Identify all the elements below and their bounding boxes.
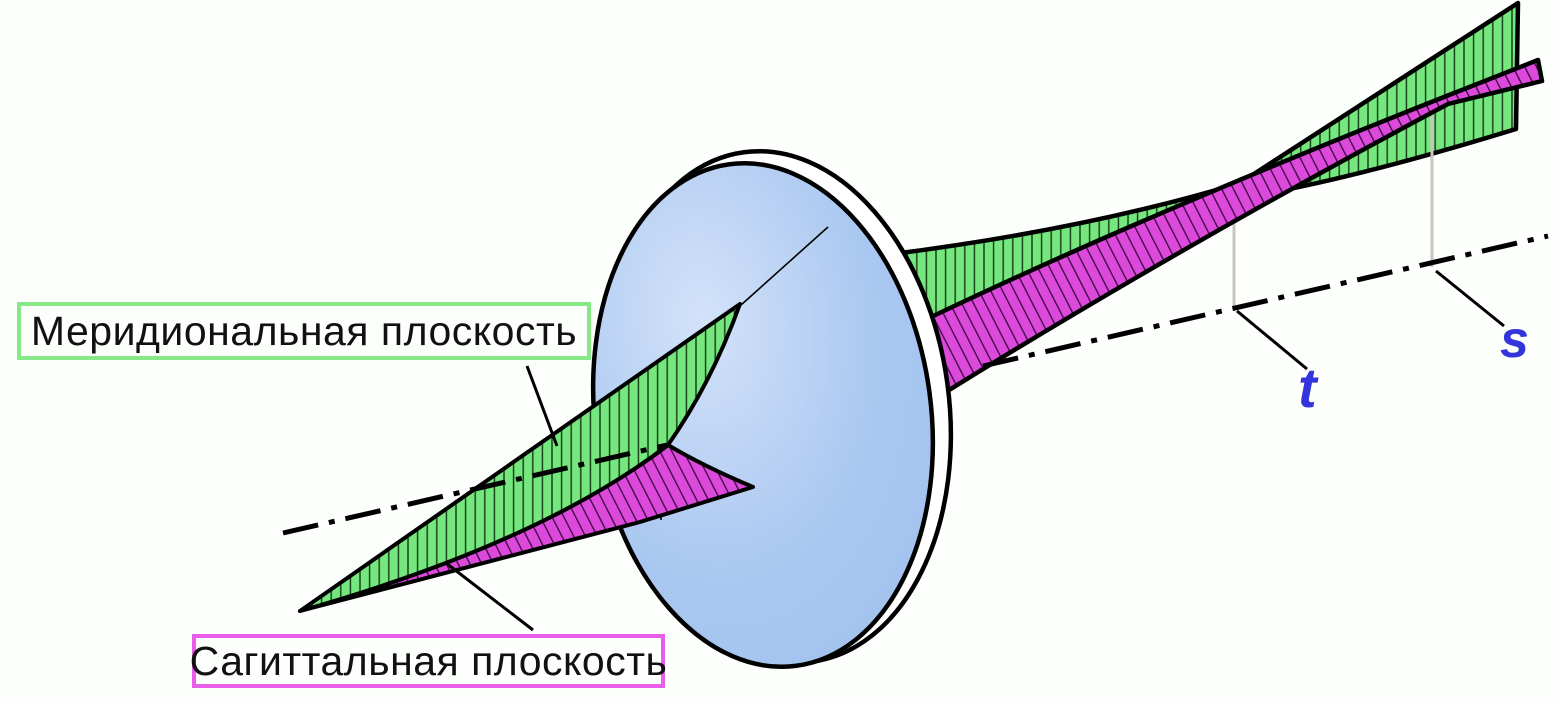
tangential-focus-label: t [1298,356,1317,419]
sagittal-label-leader [445,561,534,632]
sagittal-beam-refracted [897,57,1545,408]
meridional-plane-lens-intersection [740,226,829,306]
focus-s-leader [1435,269,1505,328]
meridional-beam-refracted [857,0,1521,353]
meridional-plane-incident [298,302,742,613]
optical-axis-right [982,233,1549,369]
meridional-plane-label: Меридиональная плоскость [17,302,591,360]
meridional-plane-label-text: Меридиональная плоскость [30,307,578,354]
sagittal-plane-label-text: Сагиттальная плоскость [189,637,668,684]
optical-axis-left [282,442,668,536]
sagittal-plane-label: Сагиттальная плоскость [189,634,668,688]
meridional-label-leader [525,365,559,447]
sagittal-focus-label: s [1500,311,1529,369]
focus-t-leader [1236,309,1308,371]
